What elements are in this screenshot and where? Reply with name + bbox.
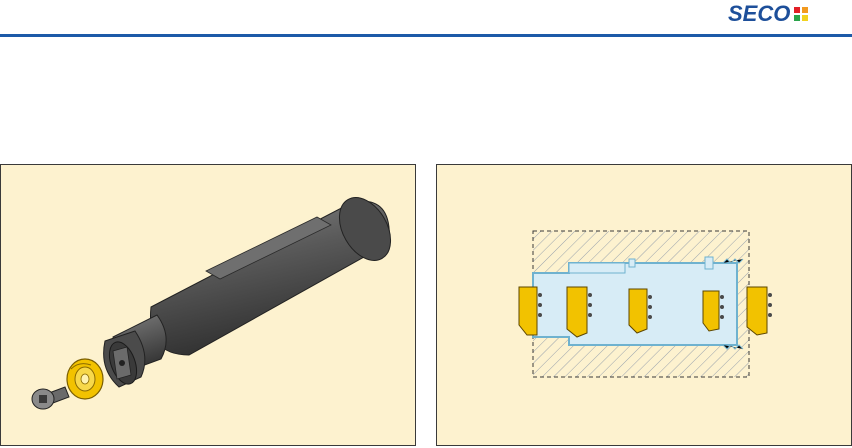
- seco-logo: SECO: [728, 2, 808, 26]
- tool-assembly-panel: [0, 164, 416, 446]
- machining-cross-section-panel: [436, 164, 852, 446]
- header-rule: [0, 34, 852, 37]
- grooving-insert-icon: [437, 165, 852, 447]
- clamp-screw-icon: [1, 165, 417, 447]
- logo-mark-icon: [794, 7, 808, 21]
- logo-text: SECO: [728, 3, 790, 25]
